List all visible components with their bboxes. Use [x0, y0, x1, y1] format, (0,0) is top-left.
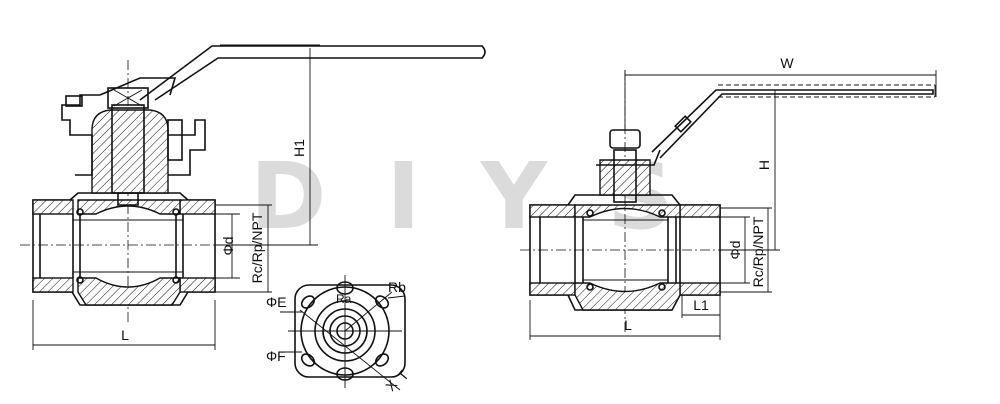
dim-phi-d-label: Φd [220, 237, 236, 256]
right-dimensions: W H Φd Rc/Rp/NPT L1 L [529, 55, 937, 340]
left-dimensions: H1 Φd Rc/Rp/NPT L [32, 44, 320, 350]
dim-phi-f-label: ΦF [266, 348, 286, 364]
watermark: DIYS [250, 143, 733, 250]
dim-h1-label: H1 [291, 139, 307, 157]
dim-w-label: W [780, 55, 794, 71]
dim-x-label: X [382, 376, 401, 394]
dim-rb-label: Rb [388, 279, 406, 295]
left-valve-section [20, 45, 486, 325]
dim-phi-d-label-right: Φd [727, 241, 743, 260]
dim-thread-label: Rc/Rp/NPT [249, 212, 265, 283]
dim-l1-label: L1 [693, 297, 709, 313]
dim-l-label: L [121, 327, 129, 343]
dim-ra-label: Ra [336, 292, 352, 306]
dim-h-label: H [756, 160, 772, 170]
dim-phi-e-label: ΦE [266, 294, 287, 310]
mounting-flange-view: ΦE ΦF Ra Rb X T [266, 275, 412, 394]
dim-thread-label-right: Rc/Rp/NPT [750, 216, 766, 287]
dim-l-label-right: L [624, 317, 632, 333]
